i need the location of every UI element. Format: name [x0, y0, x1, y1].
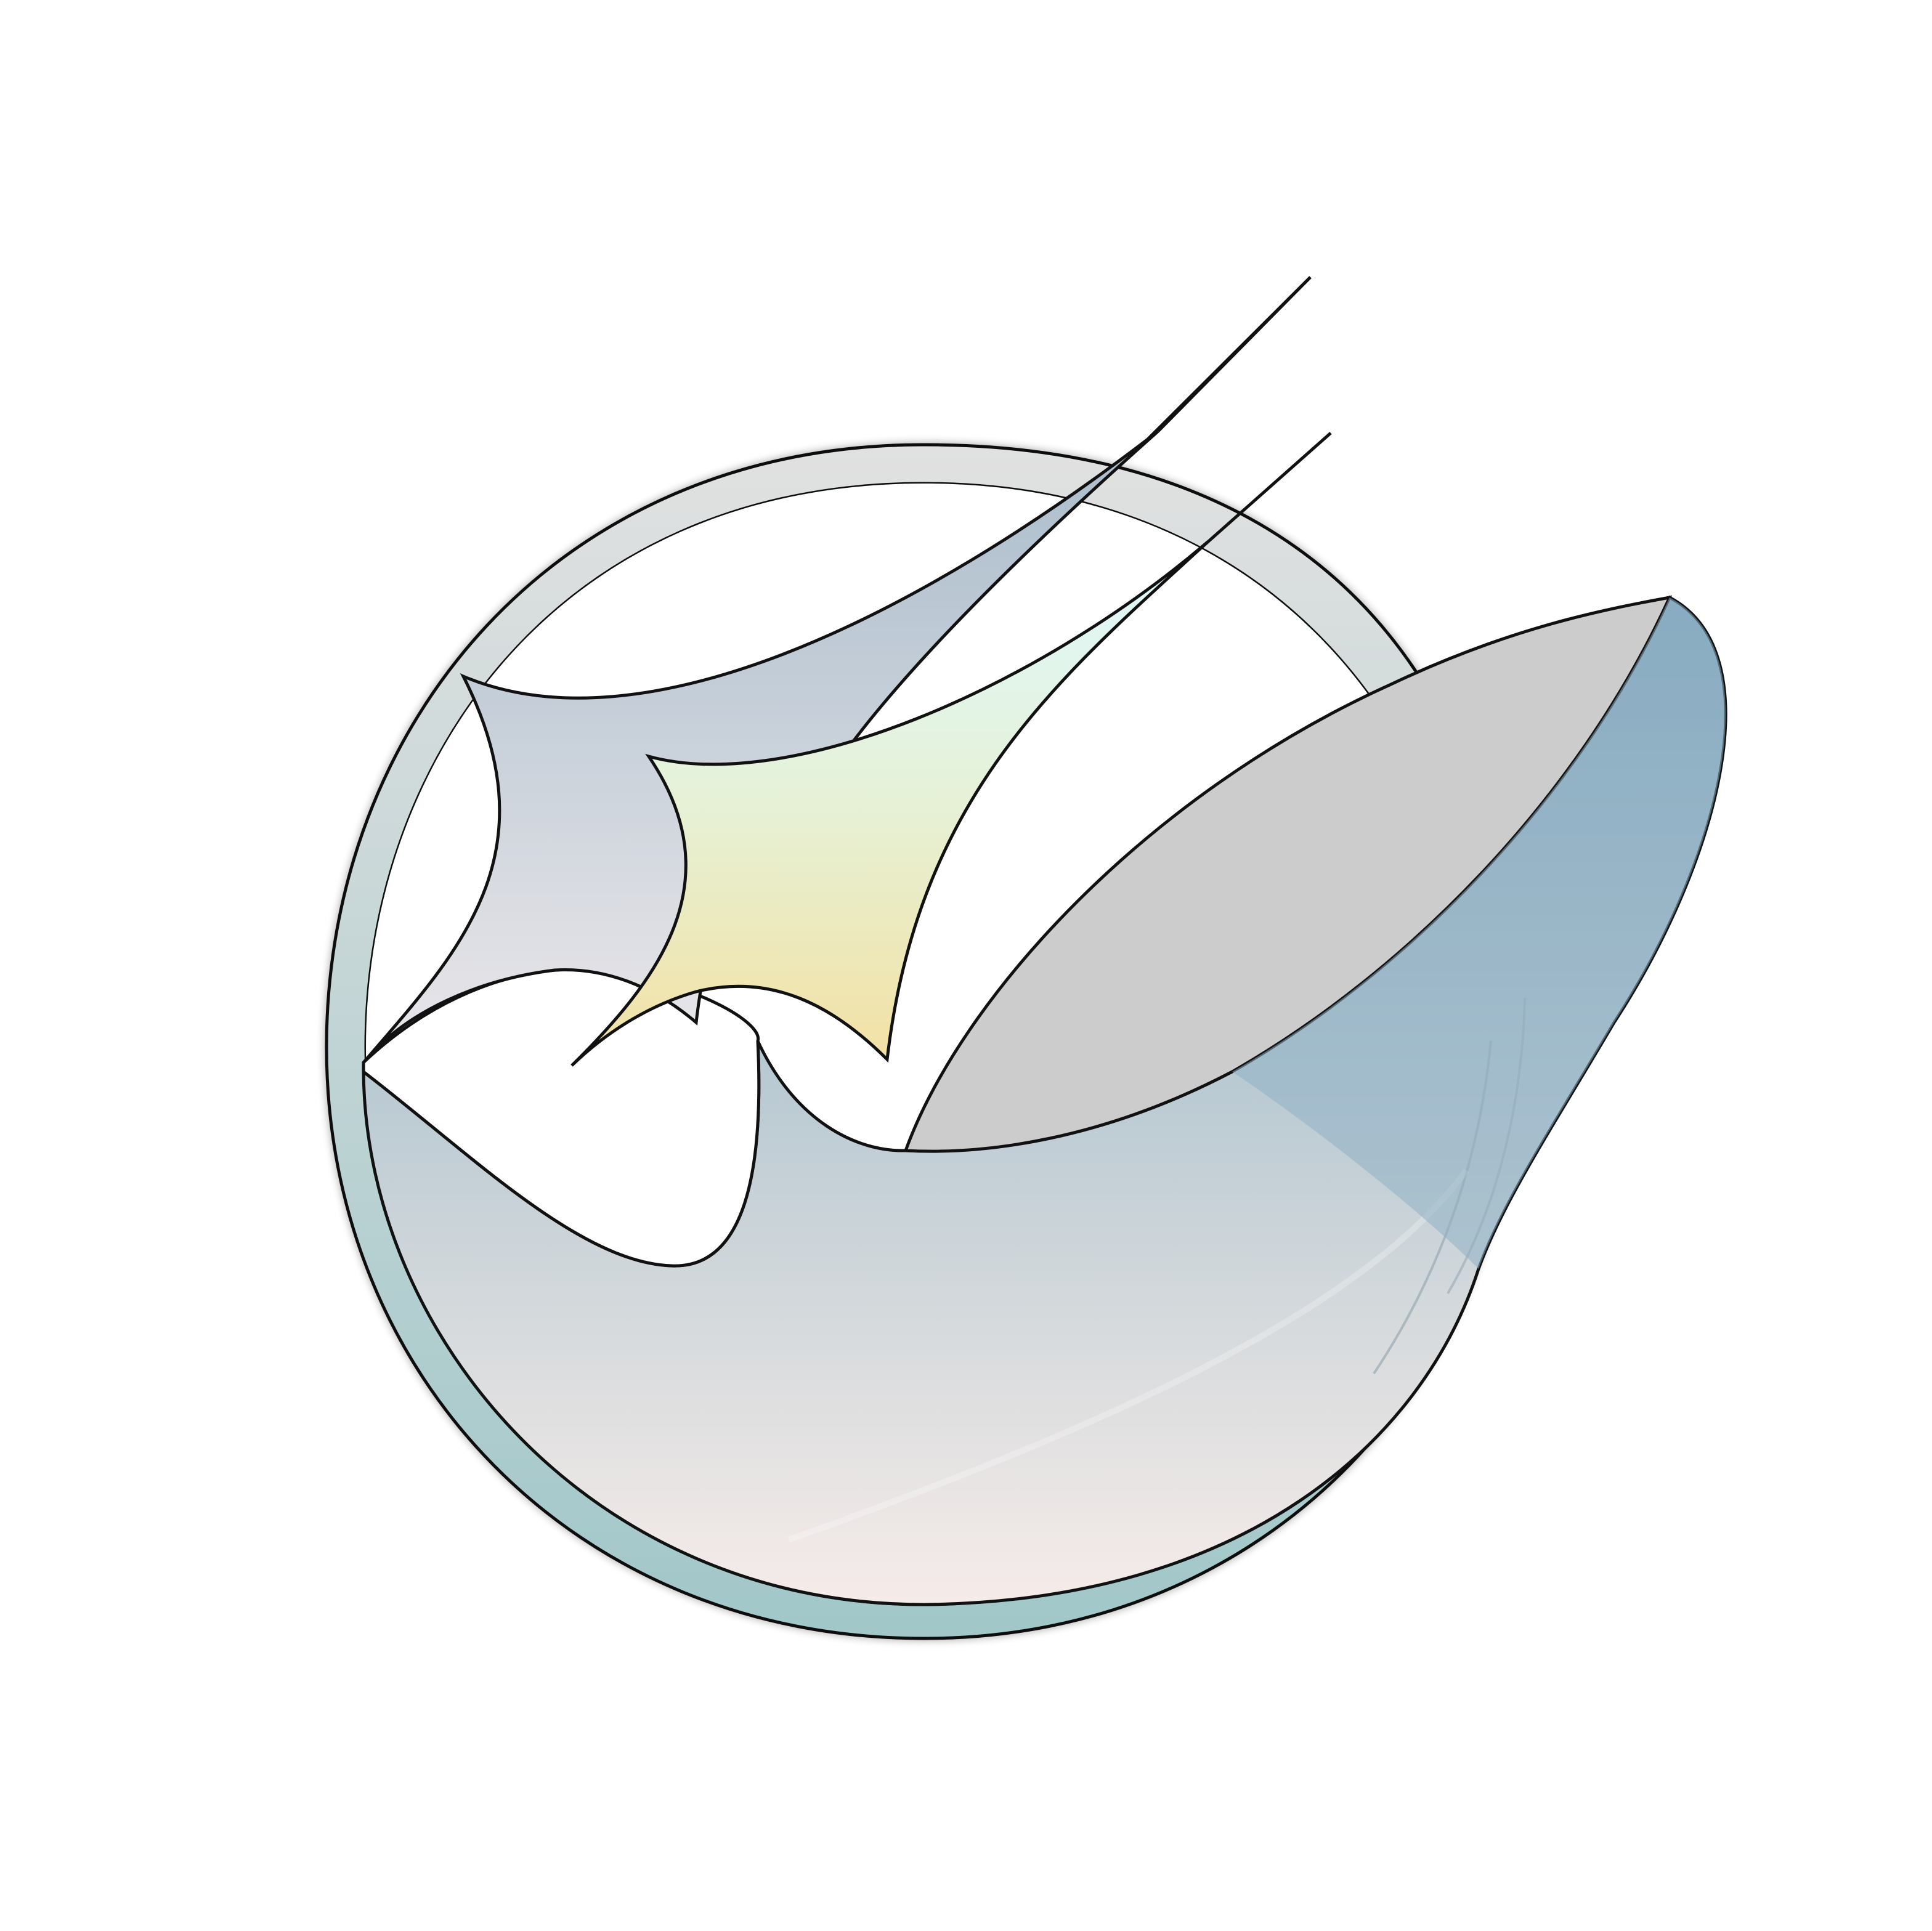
body-highlight-3 [787, 1168, 1469, 1543]
fluke-plane-fill-right [1232, 597, 1726, 1269]
small-sparkle-ray-line [1194, 432, 1332, 554]
fluke-plane [903, 595, 1673, 1153]
small-sparkle [570, 541, 1209, 1067]
large-sparkle-ray-line [1145, 276, 1312, 442]
